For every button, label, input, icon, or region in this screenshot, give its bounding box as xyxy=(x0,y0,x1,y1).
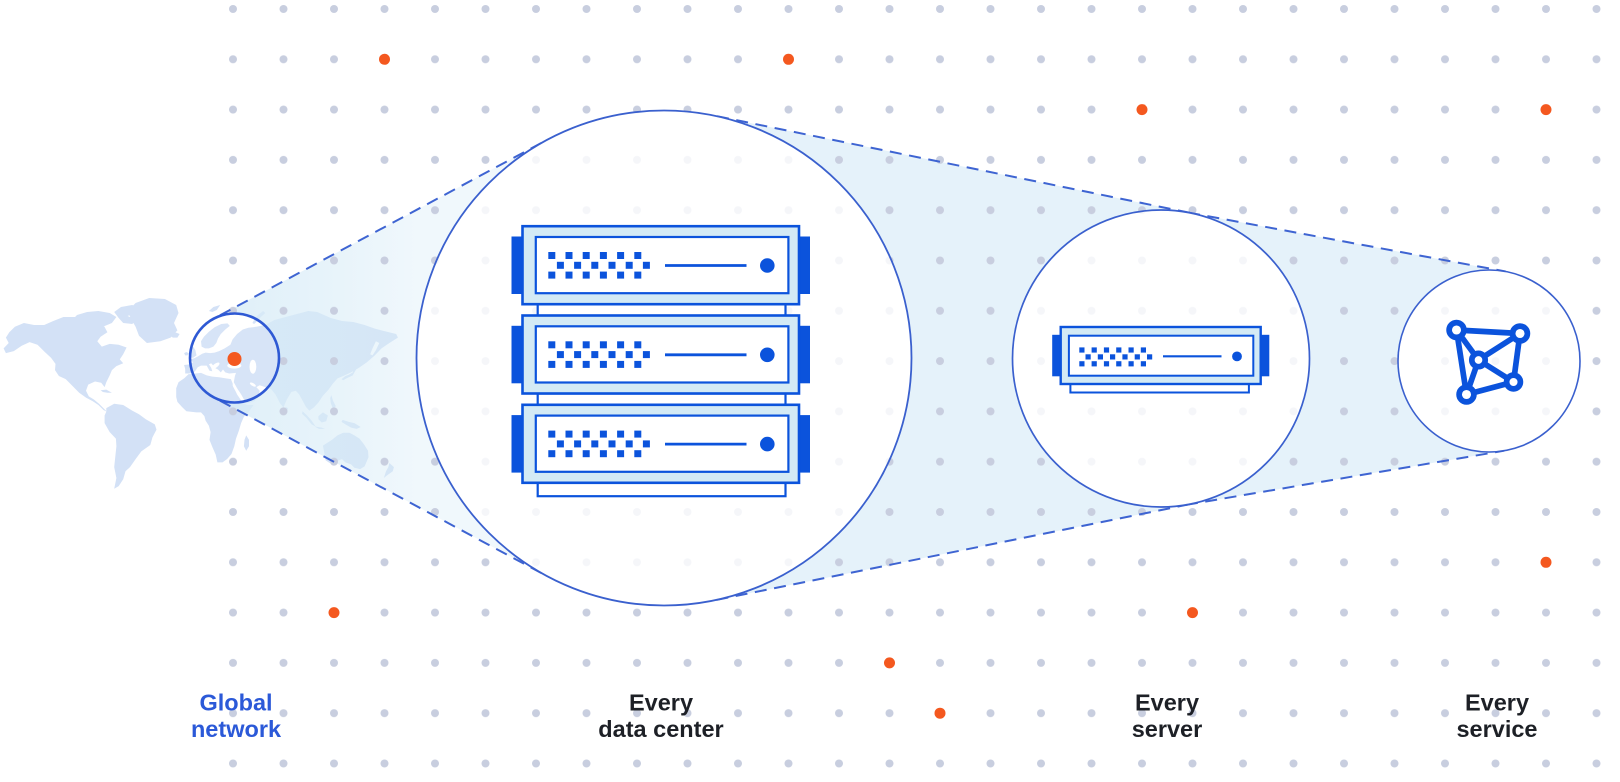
svg-text:Every: Every xyxy=(1465,690,1529,716)
svg-text:Every: Every xyxy=(1135,690,1199,716)
svg-text:service: service xyxy=(1456,716,1537,742)
svg-text:data center: data center xyxy=(598,716,723,742)
svg-text:Global: Global xyxy=(199,690,272,716)
svg-text:server: server xyxy=(1132,716,1203,742)
svg-text:Every: Every xyxy=(629,690,693,716)
svg-text:network: network xyxy=(191,716,282,742)
